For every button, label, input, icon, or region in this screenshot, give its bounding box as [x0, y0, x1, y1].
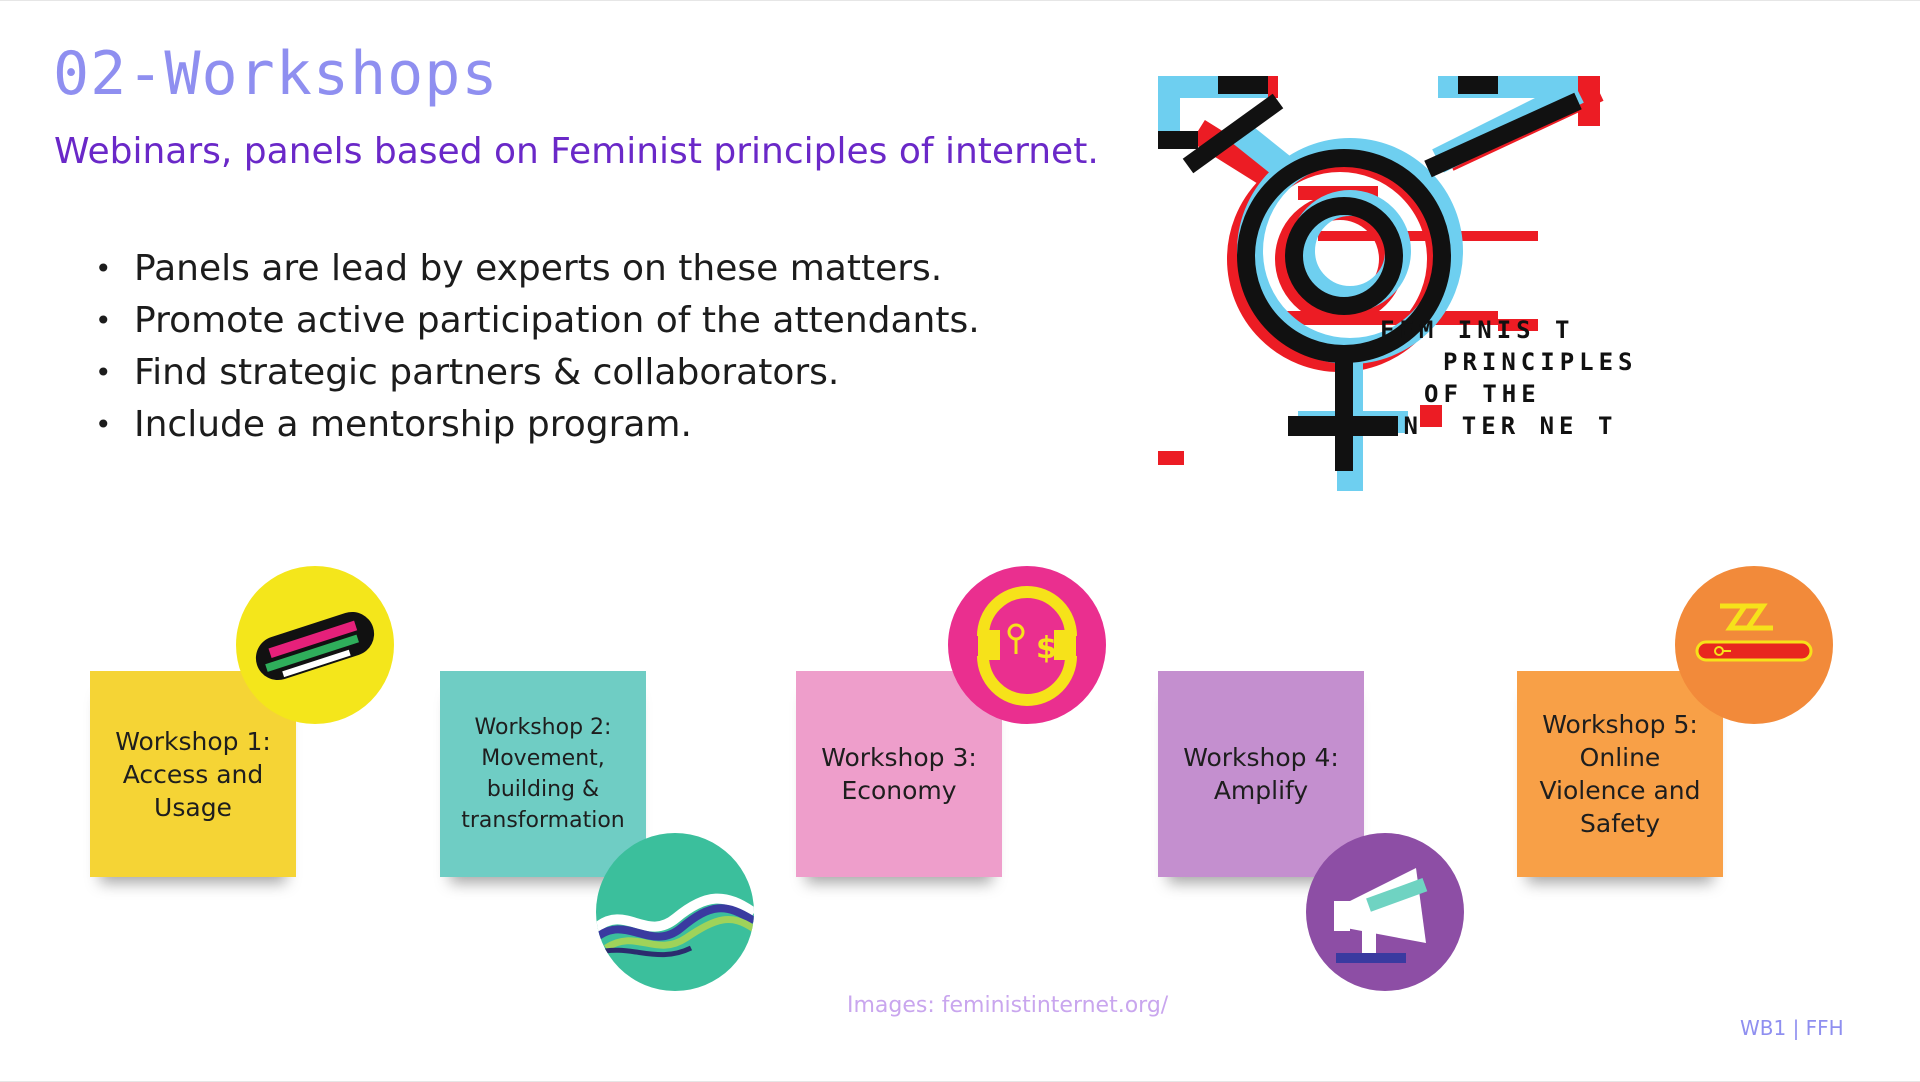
woven-ribbons-icon: [596, 833, 754, 991]
image-credit: Images: feministinternet.org/: [847, 993, 1169, 1018]
bullet-dot-icon: •: [95, 356, 112, 389]
page-subtitle: Webinars, panels based on Feminist princ…: [54, 131, 1099, 172]
gender-symbol-icon: [1158, 76, 1604, 491]
workshop-4-label: Workshop 4: Amplify: [1183, 743, 1339, 805]
bullet-text: Promote active participation of the atte…: [134, 300, 980, 341]
feminist-principles-logo: FEM INIS T PRINCIPLES OF THE IN TER NE T: [1158, 71, 1678, 511]
workshop-5-label: Workshop 5: Online Violence and Safety: [1539, 710, 1701, 838]
workshop-3-label: Workshop 3: Economy: [821, 743, 977, 805]
svg-text:$: $: [1036, 631, 1057, 666]
workshop-2-note: Workshop 2: Movement, building & transfo…: [440, 671, 646, 877]
megaphone-icon: [1306, 833, 1464, 991]
bullet-list: • Panels are lead by experts on these mat…: [92, 243, 980, 451]
workshop-3-note: Workshop 3: Economy: [796, 671, 1002, 877]
workshop-4-note: Workshop 4: Amplify: [1158, 671, 1364, 877]
logo-text-line: PRINCIPLES: [1443, 348, 1638, 376]
bullet-dot-icon: •: [95, 304, 112, 337]
workshop-1-label: Workshop 1: Access and Usage: [115, 726, 271, 822]
bullet-text: Panels are lead by experts on these matt…: [134, 248, 943, 289]
workshop-2-label: Workshop 2: Movement, building & transfo…: [461, 715, 625, 833]
bullet-item: • Panels are lead by experts on these mat…: [92, 243, 980, 295]
page-title: 02-Workshops: [53, 39, 499, 109]
workshop-1-note: Workshop 1: Access and Usage: [90, 671, 296, 877]
bullet-dot-icon: •: [95, 252, 112, 285]
bullet-item: • Find strategic partners & collaborators…: [92, 347, 980, 399]
safety-knife-icon: [1675, 566, 1833, 724]
logo-text-line: OF THE: [1424, 380, 1541, 408]
economy-coin-icon: $: [948, 566, 1106, 724]
logo-text-line: FEM INIS T: [1380, 316, 1575, 344]
bullet-item: • Promote active participation of the att…: [92, 295, 980, 347]
footer-label: WB1 | FFH: [1740, 1016, 1844, 1040]
bullet-dot-icon: •: [95, 408, 112, 441]
bullet-text: Find strategic partners & collaborators.: [134, 352, 840, 393]
workshop-5-note: Workshop 5: Online Violence and Safety: [1517, 671, 1723, 877]
logo-text-line: IN TER NE T: [1384, 412, 1618, 440]
bullet-text: Include a mentorship program.: [134, 404, 692, 445]
take-back-the-tech-icon: [236, 566, 394, 724]
bullet-item: • Include a mentorship program.: [92, 399, 980, 451]
